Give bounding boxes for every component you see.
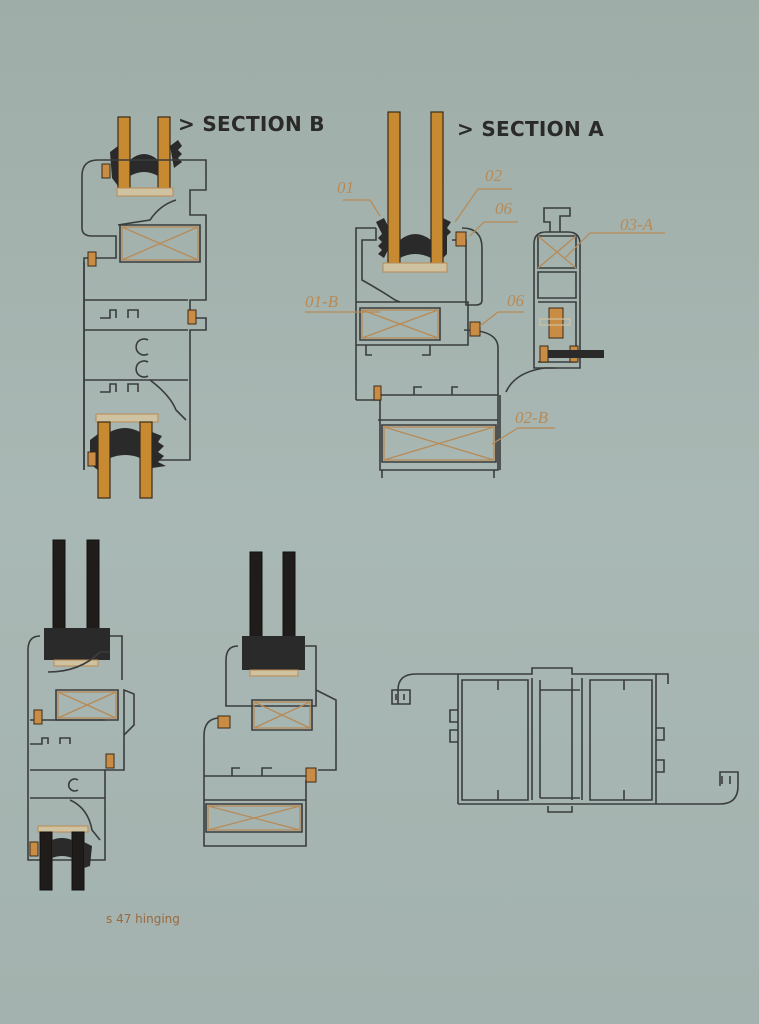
section-b-heading: > SECTION B (178, 112, 325, 136)
callout-06-top: 06 (495, 199, 512, 218)
callout-02: 02 (485, 166, 502, 185)
callout-06-mid: 06 (507, 291, 524, 310)
caption-hinging: s 47 hinging (106, 912, 180, 926)
mullion-profile (391, 667, 739, 813)
section-a-profile (305, 111, 665, 478)
hinging-variant-2 (203, 551, 337, 847)
callout-01-B: 01-B (305, 292, 339, 311)
section-b-profile (81, 116, 207, 499)
callout-01: 01 (337, 178, 354, 197)
hinging-variant-1 (27, 539, 135, 891)
section-a-heading: > SECTION A (457, 117, 605, 141)
callout-03-A: 03-A (620, 215, 654, 234)
callout-02-B: 02-B (515, 408, 549, 427)
